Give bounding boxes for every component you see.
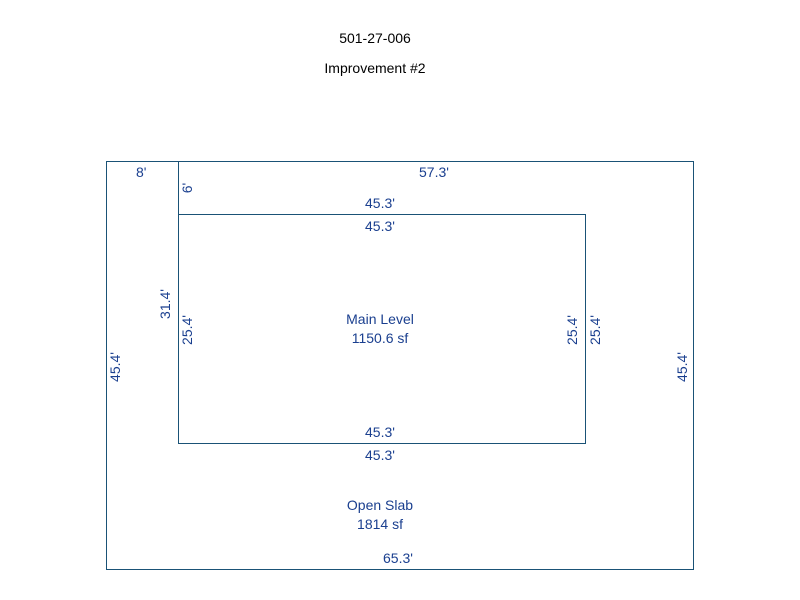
outer-bottom-dimension: 65.3' [383,550,413,566]
main-level-label: Main Level 1150.6 sf [320,310,440,348]
inner-bottom-edge [178,443,586,444]
inner-left-dimension: 25.4' [178,315,195,345]
inner-left-edge [178,214,179,444]
inner-right-outside-dimension: 25.4' [586,315,603,345]
inner-bottom-inside-dimension: 45.3' [365,424,395,440]
notch-dimension: 6' [179,182,196,194]
upper-left-dimension: 31.4' [156,289,173,319]
notch-vertical-line [178,161,179,215]
improvement-title: Improvement #2 [324,60,426,76]
main-level-area: 1150.6 sf [351,330,409,346]
outer-top-left-dimension: 8' [136,164,147,180]
inner-top-edge [178,214,586,215]
inner-top-inside-dimension: 45.3' [365,218,395,234]
outer-top-right-dimension: 57.3' [419,164,449,180]
inner-right-edge [585,214,586,444]
inner-bottom-outside-dimension: 45.3' [365,447,395,463]
outer-bottom-edge [106,569,694,570]
open-slab-name: Open Slab [346,497,414,513]
inner-right-inside-dimension: 25.4' [563,315,580,345]
outer-left-dimension: 45.4' [106,352,123,382]
outer-top-edge [106,161,694,162]
outer-right-dimension: 45.4' [673,352,690,382]
parcel-id: 501-27-006 [339,30,411,46]
open-slab-area: 1814 sf [357,516,403,532]
outer-left-edge [106,161,107,570]
inner-top-outside-dimension: 45.3' [365,195,395,211]
outer-right-edge [693,161,694,570]
open-slab-label: Open Slab 1814 sf [320,496,440,534]
main-level-name: Main Level [346,311,414,327]
